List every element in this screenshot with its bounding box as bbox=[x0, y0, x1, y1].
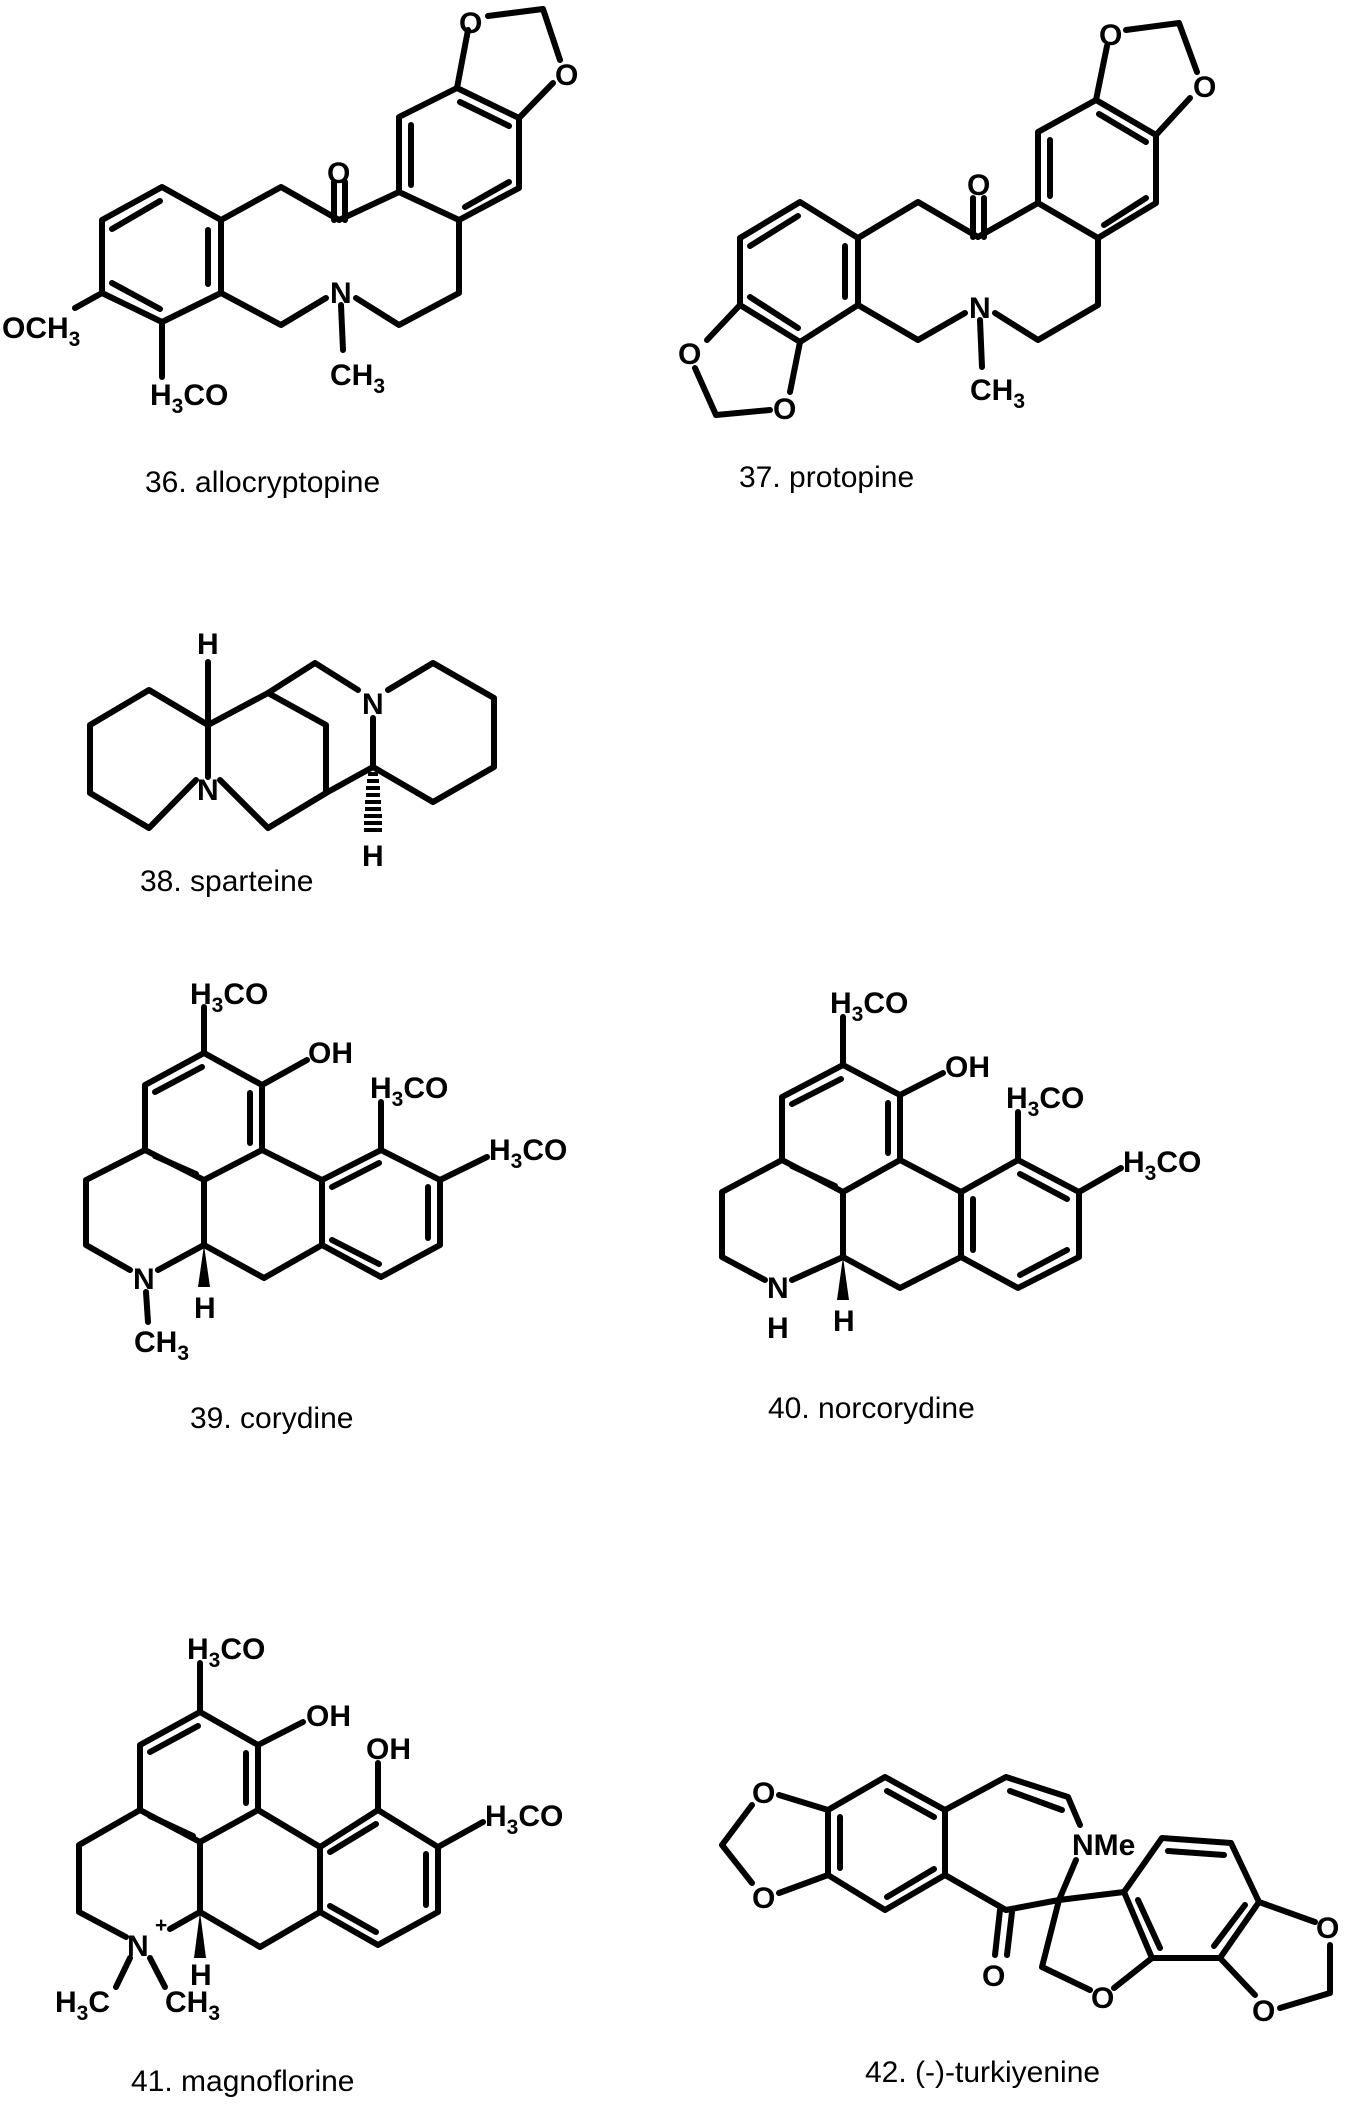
compound-38-sparteine: N N H H 38. sparteine bbox=[87, 628, 497, 898]
nh-hydrogen-label: H bbox=[767, 1312, 789, 1345]
hydroxyl-label: OH bbox=[308, 1037, 353, 1070]
wedge-bond bbox=[837, 1257, 849, 1300]
n-methyl-label: CH3 bbox=[330, 359, 385, 398]
dioxole-oxygen-label: O bbox=[1252, 1995, 1275, 2028]
nitrogen-label: N bbox=[969, 292, 991, 325]
compound-caption: 40. norcorydine bbox=[768, 1392, 975, 1425]
structure-bonds bbox=[72, 6, 563, 380]
structure-bonds bbox=[719, 1774, 1333, 2011]
hydrogen-label: H bbox=[833, 1305, 855, 1338]
compound-36-allocryptopine: O O O N CH3 OCH3 H3CO 36. allocryptopine bbox=[2, 6, 578, 499]
nitrogen-label: N bbox=[133, 1263, 155, 1296]
dioxole-oxygen-label: O bbox=[752, 1777, 775, 1810]
methoxy-label: H3CO bbox=[150, 379, 228, 418]
n-methyl-label: NMe bbox=[1072, 1829, 1135, 1862]
compound-39-corydine: H3CO OH H3CO H3CO N H CH3 39. corydine bbox=[83, 978, 567, 1435]
dioxole-oxygen-label: O bbox=[1316, 1912, 1339, 1945]
carbonyl-oxygen-label: O bbox=[327, 157, 350, 190]
nitrogen-label: N bbox=[127, 1930, 149, 1963]
nitrogen-label: N bbox=[197, 774, 219, 807]
methoxy-label: H3CO bbox=[1006, 1082, 1084, 1121]
n-methyl-label: CH3 bbox=[970, 374, 1025, 413]
methoxy-label: H3CO bbox=[370, 1072, 448, 1111]
methoxy-label: OCH3 bbox=[2, 312, 80, 351]
dioxole-oxygen-label: O bbox=[752, 1882, 775, 1915]
carbonyl-oxygen-label: O bbox=[982, 1960, 1005, 1993]
hashed-wedge-bond bbox=[364, 772, 382, 832]
dioxole-oxygen-label: O bbox=[459, 7, 482, 40]
nitrogen-label: N bbox=[767, 1272, 789, 1305]
methoxy-label: H3CO bbox=[485, 1800, 563, 1839]
compound-40-norcorydine: H3CO OH H3CO H3CO N H H 40. norcorydine bbox=[719, 987, 1201, 1425]
furan-oxygen-label: O bbox=[1091, 1982, 1114, 2015]
compound-caption: 37. protopine bbox=[739, 461, 914, 494]
methoxy-label: H3CO bbox=[489, 1134, 567, 1173]
compound-caption: 42. (-)-turkiyenine bbox=[865, 2056, 1100, 2089]
n-methyl-label: H3C bbox=[55, 1986, 110, 2025]
methoxy-label: H3CO bbox=[1123, 1146, 1201, 1185]
dioxole-oxygen-label: O bbox=[1099, 19, 1122, 52]
dioxole-oxygen-label: O bbox=[1193, 71, 1216, 104]
compound-42-turkiyenine: O O NMe O O O O 42. (-)-turkiyenine bbox=[719, 1774, 1339, 2089]
n-methyl-label: CH3 bbox=[165, 1986, 220, 2025]
nitrogen-label: N bbox=[362, 688, 384, 721]
structure-bonds bbox=[692, 20, 1200, 418]
dioxole-oxygen-label: O bbox=[773, 393, 796, 426]
hydrogen-label: H bbox=[362, 840, 384, 873]
structure-bonds bbox=[87, 659, 497, 832]
hydroxyl-label: OH bbox=[366, 1733, 411, 1766]
carbonyl-oxygen-label: O bbox=[967, 169, 990, 202]
hydrogen-label: H bbox=[190, 1959, 212, 1992]
methoxy-label: H3CO bbox=[190, 978, 268, 1017]
nitrogen-label: N bbox=[330, 277, 352, 310]
compound-caption: 39. corydine bbox=[190, 1402, 353, 1435]
structure-bonds bbox=[83, 1004, 490, 1325]
structure-bonds bbox=[76, 1660, 486, 1990]
dioxole-oxygen-label: O bbox=[555, 59, 578, 92]
dioxole-oxygen-label: O bbox=[678, 338, 701, 371]
compound-37-protopine: O O O O O N CH3 37. protopine bbox=[678, 19, 1216, 494]
compound-caption: 36. allocryptopine bbox=[145, 466, 380, 499]
methoxy-label: H3CO bbox=[830, 987, 908, 1026]
compound-caption: 41. magnoflorine bbox=[131, 2065, 354, 2098]
structure-bonds bbox=[719, 1014, 1124, 1300]
positive-charge-label: + bbox=[155, 1914, 167, 1937]
compound-41-magnoflorine: H3CO OH OH H3CO N + H H3C CH3 41. magnof… bbox=[55, 1633, 563, 2098]
hydroxyl-label: OH bbox=[945, 1051, 990, 1084]
wedge-bond bbox=[194, 1912, 206, 1958]
methoxy-label: H3CO bbox=[187, 1633, 265, 1672]
hydroxyl-label: OH bbox=[306, 1700, 351, 1733]
wedge-bond bbox=[198, 1245, 210, 1287]
hydrogen-label: H bbox=[194, 1292, 216, 1325]
hydrogen-label: H bbox=[197, 628, 219, 661]
n-methyl-label: CH3 bbox=[134, 1326, 189, 1365]
compound-caption: 38. sparteine bbox=[140, 865, 313, 898]
